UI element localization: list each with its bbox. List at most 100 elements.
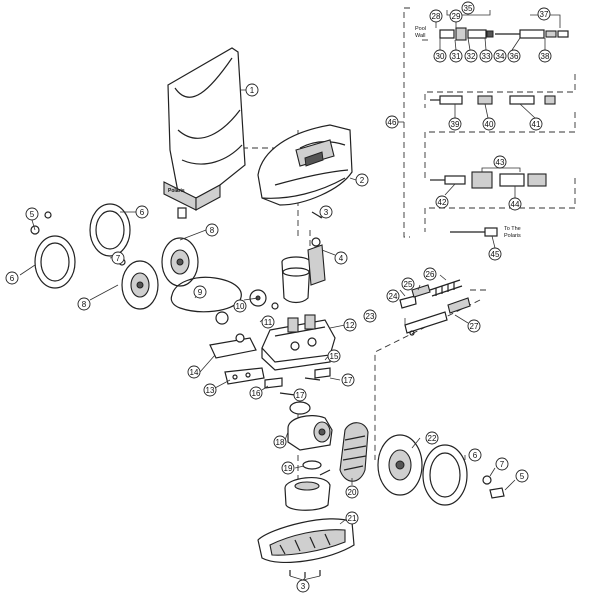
- callout-8-upper-text: 8: [210, 226, 215, 235]
- callout-6-right: 6: [468, 448, 482, 462]
- callout-32-text: 32: [467, 52, 476, 61]
- callout-37-text: 37: [540, 10, 549, 19]
- pump-assembly: [287, 401, 333, 470]
- callout-6-left-outer-text: 6: [10, 274, 15, 283]
- to-polaris-note-line2: Polaris: [504, 233, 521, 239]
- callout-6-left-inner-text: 6: [140, 208, 145, 217]
- callout-30-text: 30: [436, 52, 445, 61]
- callout-10: 10: [233, 299, 247, 313]
- callout-28: 28: [429, 9, 443, 23]
- callout-19-text: 19: [284, 464, 293, 473]
- callout-16-text: 16: [252, 389, 261, 398]
- callout-9: 9: [193, 285, 207, 299]
- callout-15-text: 15: [330, 352, 339, 361]
- callout-2: 2: [355, 173, 369, 187]
- callout-16: 16: [249, 386, 263, 400]
- callout-19: 19: [281, 461, 295, 475]
- callout-5-right: 5: [515, 469, 529, 483]
- left-wheel-assembly: [30, 203, 199, 310]
- callout-34-text: 34: [496, 52, 505, 61]
- pool-wall-note-line1: Pool: [415, 26, 426, 32]
- callout-18-text: 18: [276, 438, 285, 447]
- callout-7-right-text: 7: [500, 460, 505, 469]
- callout-11-text: 11: [264, 318, 273, 327]
- callout-32: 32: [464, 49, 478, 63]
- callout-24-text: 24: [389, 292, 398, 301]
- callout-28-text: 28: [432, 12, 441, 21]
- callout-18: 18: [273, 435, 287, 449]
- callout-45-text: 45: [491, 250, 500, 259]
- callout-25-text: 25: [404, 280, 413, 289]
- callout-26: 26: [423, 267, 437, 281]
- callout-17-right: 17: [341, 373, 355, 387]
- callout-3-upper-text: 3: [324, 208, 329, 217]
- callout-44: 44: [508, 197, 522, 211]
- callout-7-left-text: 7: [116, 254, 121, 263]
- callout-1-text: 1: [250, 86, 255, 95]
- callout-41: 41: [529, 117, 543, 131]
- callout-17-lower-text: 17: [296, 391, 305, 400]
- callout-13-text: 13: [206, 386, 215, 395]
- chassis-small-parts: [209, 333, 331, 396]
- callout-27: 27: [467, 319, 481, 333]
- sweep-grill: [339, 422, 369, 482]
- callout-8-upper: 8: [205, 223, 219, 237]
- callout-35-text: 35: [464, 4, 473, 13]
- callout-7-left: 7: [111, 251, 125, 265]
- callout-14-text: 14: [190, 368, 199, 377]
- callout-4-text: 4: [339, 254, 344, 263]
- callout-23: 23: [363, 309, 377, 323]
- callout-38: 38: [538, 49, 552, 63]
- callout-46-text: 46: [388, 118, 397, 127]
- lower-body: [284, 469, 331, 511]
- callout-22: 22: [425, 431, 439, 445]
- callout-3-upper: 3: [319, 205, 333, 219]
- callout-labels: 1 2 3 4 5 6 6 8 7 8 9 10 11 12 14 13 15 …: [5, 1, 552, 593]
- main-chassis: [261, 314, 336, 371]
- callout-17-lower: 17: [293, 388, 307, 402]
- callout-23-text: 23: [366, 312, 375, 321]
- callout-10-text: 10: [236, 302, 245, 311]
- callout-37: 37: [537, 7, 551, 21]
- callout-1: 1: [245, 83, 259, 97]
- callout-33-text: 33: [482, 52, 491, 61]
- callout-14: 14: [187, 365, 201, 379]
- callout-39-text: 39: [451, 120, 460, 129]
- callout-7-right: 7: [495, 457, 509, 471]
- callout-38-text: 38: [541, 52, 550, 61]
- callout-31: 31: [449, 49, 463, 63]
- bottom-base: [257, 518, 355, 578]
- callout-34: 34: [493, 49, 507, 63]
- callout-45: 45: [488, 247, 502, 261]
- callout-43-text: 43: [496, 158, 505, 167]
- callout-12: 12: [343, 318, 357, 332]
- callout-5-left: 5: [25, 207, 39, 221]
- callout-5-left-text: 5: [30, 210, 35, 219]
- top-housing: [257, 124, 353, 206]
- callout-2-text: 2: [360, 176, 365, 185]
- diagram-notes: Pool Wall To The Polaris: [415, 26, 521, 239]
- callout-3-lower-text: 3: [301, 582, 306, 591]
- callout-13: 13: [203, 383, 217, 397]
- callout-22-text: 22: [428, 434, 437, 443]
- callout-20-text: 20: [348, 488, 357, 497]
- to-polaris-note-line1: To The: [504, 226, 521, 232]
- callout-8-lower-text: 8: [82, 300, 87, 309]
- callout-3-lower: 3: [296, 579, 310, 593]
- pool-wall-note-line2: Wall: [415, 33, 426, 39]
- callout-41-text: 41: [532, 120, 541, 129]
- callout-6-left-outer: 6: [5, 271, 19, 285]
- callout-15: 15: [327, 349, 341, 363]
- callout-40-text: 40: [485, 120, 494, 129]
- callout-36: 36: [507, 49, 521, 63]
- callout-20: 20: [345, 485, 359, 499]
- callout-40: 40: [482, 117, 496, 131]
- callout-11: 11: [261, 315, 275, 329]
- callout-42-text: 42: [438, 198, 447, 207]
- bag-logo-text: Polaris: [168, 188, 185, 194]
- callout-33: 33: [479, 49, 493, 63]
- callout-21-text: 21: [348, 514, 357, 523]
- callout-6-right-text: 6: [473, 451, 478, 460]
- callout-4: 4: [334, 251, 348, 265]
